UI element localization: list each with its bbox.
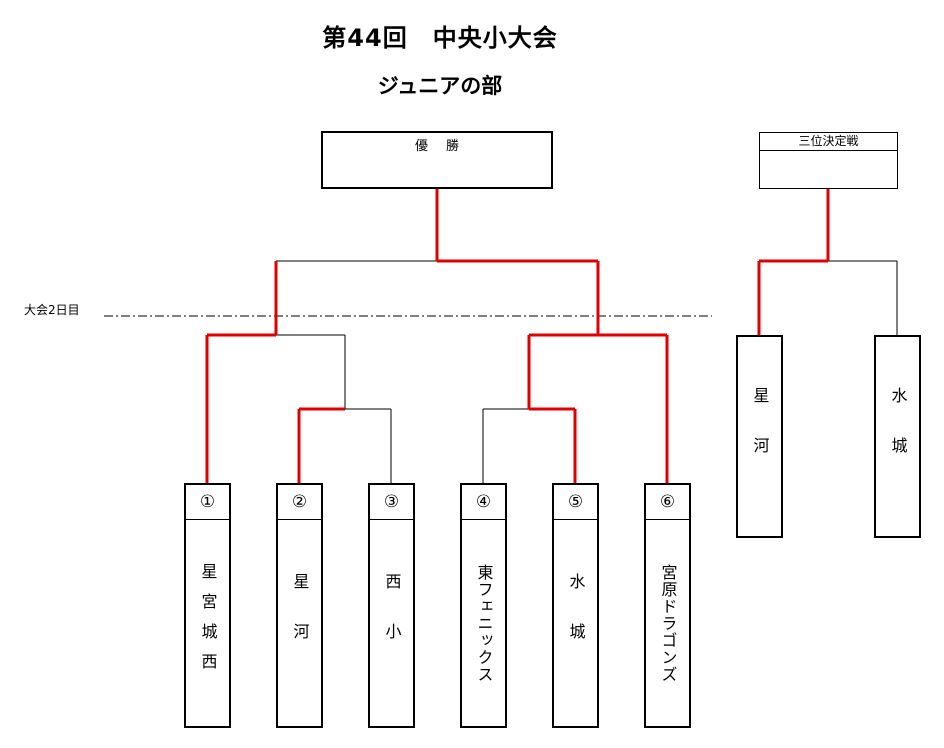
bracket-lines-black <box>104 260 898 483</box>
team-seed: ⑤ <box>554 485 597 520</box>
team-name: 星宮城西 <box>198 563 218 683</box>
team-name: 水城 <box>888 386 908 487</box>
team-name: 星河 <box>750 386 770 487</box>
team-name: 宮原ドラゴンズ <box>658 563 678 683</box>
team-box-5: ⑤ 水城 <box>552 483 599 728</box>
team-name: 東フェニックス <box>474 563 494 683</box>
team-seed: ④ <box>462 485 505 520</box>
team-name: 西小 <box>382 573 402 673</box>
team-seed: ⑥ <box>646 485 689 520</box>
bracket-lines-red <box>205 187 830 483</box>
champion-label: 優勝 <box>414 139 477 154</box>
team-name: 星河 <box>290 573 310 673</box>
third-place-label: 三位決定戦 <box>760 133 897 151</box>
team-box-1: ① 星宮城西 <box>184 483 231 728</box>
team-box-4: ④ 東フェニックス <box>460 483 507 728</box>
team-seed: ③ <box>370 485 413 520</box>
third-place-box: 三位決定戦 <box>759 132 898 189</box>
team-seed: ② <box>278 485 321 520</box>
page-subtitle: ジュニアの部 <box>377 74 503 98</box>
third-place-team-box-2: 水城 <box>874 335 921 538</box>
third-place-team-box-1: 星河 <box>736 335 783 538</box>
day2-label: 大会2日目 <box>24 303 80 317</box>
team-box-3: ③ 西小 <box>368 483 415 728</box>
champion-box: 優勝 <box>321 131 553 189</box>
team-box-2: ② 星河 <box>276 483 323 728</box>
team-seed: ① <box>186 485 229 520</box>
team-name: 水城 <box>566 573 586 673</box>
page-title: 第44回 中央小大会 <box>322 24 558 52</box>
team-box-6: ⑥ 宮原ドラゴンズ <box>644 483 691 728</box>
